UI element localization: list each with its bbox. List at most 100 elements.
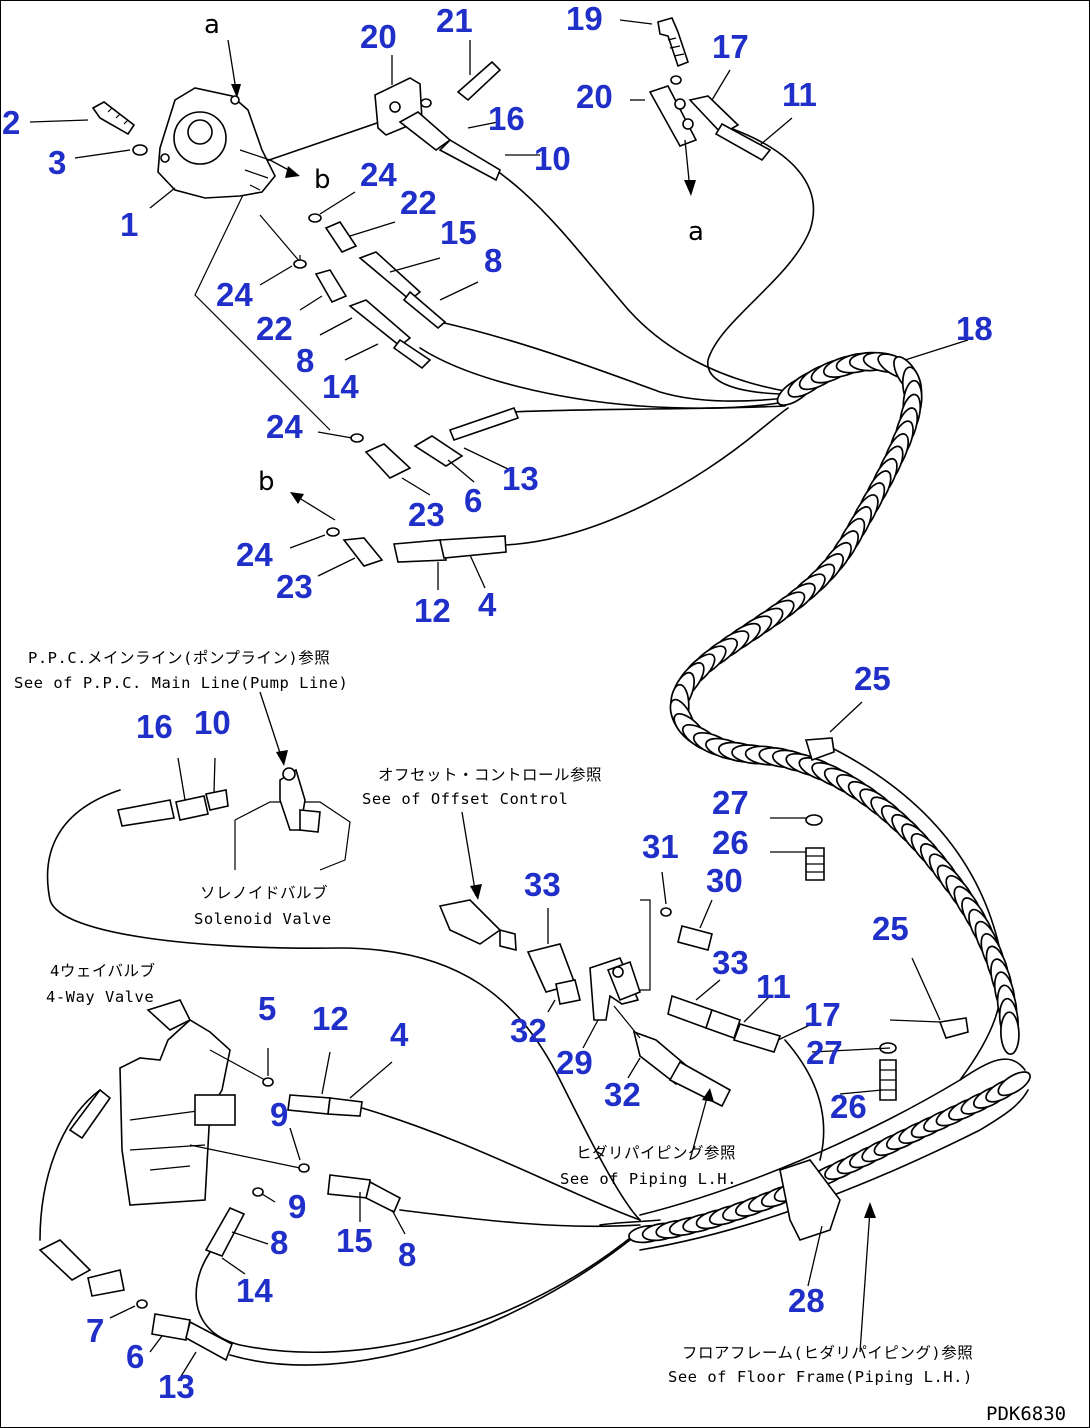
callout-8: 8: [296, 342, 314, 379]
ref-letter-b-top: b: [314, 165, 331, 195]
callout-13: 13: [502, 460, 539, 497]
note-solenoid-en: Solenoid Valve: [194, 910, 332, 928]
callout-8: 8: [398, 1236, 416, 1273]
callout-4: 4: [478, 586, 497, 623]
pilot-manifold-1: [157, 87, 276, 199]
callout-6: 6: [126, 1338, 144, 1375]
fittings-lower-chain: [326, 527, 507, 567]
callout-25: 25: [872, 910, 909, 947]
ref-letter-a-right: a: [688, 217, 704, 247]
spiral-hose-protector: [669, 351, 1020, 1056]
reference-letters: a b a b: [204, 10, 704, 497]
fitting-17-upper: [688, 95, 772, 162]
note-floor-jp: フロアフレーム(ヒダリパイピング)参照: [682, 1344, 973, 1362]
callout-26: 26: [830, 1088, 867, 1125]
callout-23: 23: [276, 568, 313, 605]
callout-3: 3: [48, 144, 66, 181]
callout-9: 9: [270, 1096, 288, 1133]
callout-10: 10: [194, 704, 231, 741]
callout-33: 33: [524, 866, 561, 903]
callout-7: 7: [86, 1312, 104, 1349]
callout-28: 28: [788, 1282, 825, 1319]
protector-ring: [1000, 1011, 1020, 1056]
leader-lines: [29, 19, 969, 1379]
ref-letter-a-top: a: [204, 10, 220, 40]
fittings-16-10-lower: [117, 789, 229, 827]
callout-22: 22: [400, 184, 437, 221]
callout-24: 24: [266, 408, 303, 445]
callout-25: 25: [854, 660, 891, 697]
callout-20: 20: [360, 18, 397, 55]
note-offset-en: See of Offset Control: [362, 790, 568, 808]
callout-22: 22: [256, 310, 293, 347]
callout-26: 26: [712, 824, 749, 861]
reference-notes: P.P.C.メインライン(ポンプライン)参照 See of P.P.C. Mai…: [14, 649, 973, 1386]
callout-14: 14: [236, 1272, 273, 1309]
callout-17: 17: [804, 996, 841, 1033]
callout-5: 5: [258, 990, 276, 1027]
callout-31: 31: [642, 828, 679, 865]
note-piping-en: See of Piping L.H.: [560, 1170, 737, 1188]
callout-6: 6: [464, 482, 482, 519]
callout-numbers: 2 3 1 20 21 16 10 24 22 15 8 24 22 8 14 …: [2, 0, 993, 1405]
callout-24: 24: [216, 276, 253, 313]
note-ppc-en: See of P.P.C. Main Line(Pump Line): [14, 674, 348, 692]
note-floor-en: See of Floor Frame(Piping L.H.): [668, 1368, 973, 1386]
callout-10: 10: [534, 140, 571, 177]
fittings-upper-left-chain: [293, 213, 447, 370]
callout-12: 12: [312, 1000, 349, 1037]
callout-32: 32: [604, 1076, 641, 1113]
bolt-2: [91, 101, 136, 136]
reference-arrows: [227, 39, 696, 521]
ref-letter-b-lower: b: [258, 467, 275, 497]
callout-19: 19: [566, 0, 603, 37]
bracket-29-group: [438, 899, 782, 1108]
fittings-4way-chain: [38, 1077, 402, 1362]
callout-23: 23: [408, 496, 445, 533]
callout-27: 27: [712, 784, 749, 821]
fittings-middle-chain: [350, 406, 520, 479]
callout-11: 11: [782, 76, 817, 113]
callout-15: 15: [440, 214, 477, 251]
note-offset-jp: オフセット・コントロール参照: [378, 766, 602, 784]
callout-18: 18: [956, 310, 993, 347]
note-solenoid-jp: ソレノイドバルブ: [200, 883, 328, 902]
note-piping-jp: ヒダリパイピング参照: [576, 1144, 736, 1162]
callout-33: 33: [712, 944, 749, 981]
note-ppc-jp: P.P.C.メインライン(ポンプライン)参照: [28, 649, 330, 667]
callout-29: 29: [556, 1044, 593, 1081]
callout-1: 1: [120, 206, 138, 243]
block-20-top-right: [648, 75, 698, 147]
callout-21: 21: [436, 2, 473, 39]
callout-4: 4: [390, 1016, 409, 1053]
callout-30: 30: [706, 862, 743, 899]
callout-27: 27: [806, 1034, 843, 1071]
callout-16: 16: [488, 100, 525, 137]
callout-2: 2: [2, 104, 20, 141]
callout-14: 14: [322, 368, 359, 405]
washer-3: [132, 144, 148, 156]
callout-13: 13: [158, 1368, 195, 1405]
callout-16: 16: [136, 708, 173, 745]
callout-15: 15: [336, 1222, 373, 1259]
note-4way-en: 4-Way Valve: [46, 988, 154, 1006]
drawing-code: PDK6830: [986, 1403, 1066, 1425]
bolt-19: [657, 17, 689, 68]
note-4way-jp: 4ウェイバルブ: [50, 961, 156, 980]
solenoid-valve: [234, 767, 351, 871]
clamp-hardware: [779, 737, 969, 1241]
callout-8: 8: [270, 1224, 288, 1261]
callout-24: 24: [236, 536, 273, 573]
protector-ring: [997, 1071, 1031, 1097]
callout-8: 8: [484, 242, 502, 279]
four-way-valve: [119, 999, 301, 1206]
callout-11: 11: [756, 968, 791, 1005]
callout-17: 17: [712, 28, 749, 65]
fitting-16-upper: [398, 111, 501, 182]
callout-9: 9: [288, 1188, 306, 1225]
callout-24: 24: [360, 156, 397, 193]
callout-12: 12: [414, 592, 451, 629]
callout-32: 32: [510, 1012, 547, 1049]
